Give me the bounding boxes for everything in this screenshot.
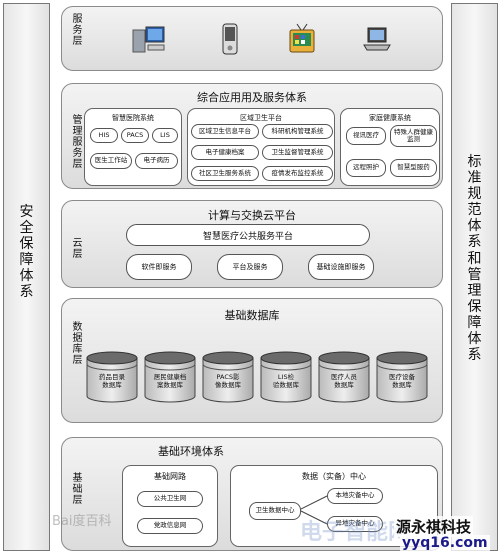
infrastructure-layer-title: 基础环境体系 [158, 445, 224, 458]
standards-column-char: 准 [467, 170, 482, 187]
security-system-label: 安全保障体系 [4, 204, 49, 301]
remote-disaster-recovery-pill: 异地灾备中心 [327, 516, 383, 532]
remote-care-pill: 远程照护 [346, 159, 386, 177]
television-icon [289, 23, 315, 53]
database-layer-label: 数据库层 [70, 321, 81, 365]
database-icon [376, 351, 428, 403]
security-column-char: 体 [19, 268, 34, 285]
regional-info-platform-pill: 区域卫生信息平台 [191, 124, 259, 139]
desktop-computer-icon [132, 26, 165, 53]
epidemic-monitoring-pill: 疫情发布监控系统 [262, 166, 333, 181]
laptop-icon [363, 27, 391, 51]
database-cylinder: 药品目录数据库 [86, 351, 138, 403]
standards-column-char: 理 [467, 282, 482, 299]
public-health-network-pill: 公共卫生网 [137, 491, 203, 507]
service-layer-panel: 服务层 [61, 6, 443, 71]
family-health-title: 家庭健康系统 [369, 114, 411, 122]
service-layer-label: 服务层 [70, 13, 81, 46]
data-center-group: 数据（实备）中心 卫生数据中心 本地灾备中心 异地灾备中心 [230, 465, 438, 547]
mobile-phone-icon [222, 23, 238, 55]
smart-hospital-title: 智慧医院系统 [112, 114, 154, 122]
database-icon [86, 351, 138, 403]
basic-network-title: 基础网路 [154, 472, 186, 481]
pacs-pill: PACS [121, 128, 149, 143]
research-management-pill: 科研机构管理系统 [262, 124, 333, 139]
database-cylinder: 医疗人员数据库 [318, 351, 370, 403]
baidu-watermark: Bai度百科 [52, 514, 112, 529]
standards-column-char: 系 [467, 347, 482, 364]
lis-pill: LIS [152, 128, 178, 143]
database-icon [318, 351, 370, 403]
iaas-pill: 基础设施即服务 [308, 254, 374, 280]
health-supervision-pill: 卫生监督管理系统 [262, 145, 333, 160]
database-icon [202, 351, 254, 403]
database-cylinder: LIS检验数据库 [260, 351, 312, 403]
standards-column-char: 体 [467, 218, 482, 235]
management-layer-label: 管理服务层 [70, 114, 81, 169]
paas-pill: 平台及服务 [217, 254, 283, 280]
database-cylinder: PACS影像数据库 [202, 351, 254, 403]
data-center-connectors [298, 495, 328, 525]
saas-pill: 软件即服务 [126, 254, 192, 280]
infrastructure-layer-label: 基础层 [70, 472, 81, 505]
database-label: 医疗设备数据库 [389, 373, 415, 390]
database-icon [144, 351, 196, 403]
database-label: 居民健康档案数据库 [153, 373, 187, 390]
electronic-medical-record-pill: 电子病历 [135, 153, 178, 169]
database-icon [260, 351, 312, 403]
smart-medication-pill: 智慧型服药 [390, 159, 437, 177]
standards-column-char: 范 [467, 202, 482, 219]
doctor-workstation-pill: 医生工作站 [90, 153, 132, 169]
security-system-column: 安全保障体系 [3, 3, 50, 551]
standards-column-char: 管 [467, 266, 482, 283]
data-center-title: 数据（实备）中心 [302, 472, 366, 481]
community-health-service-pill: 社区卫生服务系统 [191, 166, 259, 181]
standards-management-column: 标准规范体系和管理保障体系 [451, 3, 498, 551]
management-service-layer-panel: 管理服务层 综合应用用及服务体系 智慧医院系统 HIS PACS LIS 医生工… [61, 83, 443, 189]
basic-network-group: 基础网路 公共卫生网 党政信息网 [122, 465, 218, 547]
security-column-char: 障 [19, 252, 34, 269]
video-medical-pill: 视讯医疗 [346, 127, 386, 145]
database-label: 药品目录数据库 [99, 373, 125, 390]
security-column-char: 全 [19, 220, 34, 237]
special-population-monitoring-pill: 特殊人群健康监测 [390, 125, 437, 147]
local-disaster-recovery-pill: 本地灾备中心 [327, 488, 383, 504]
his-pill: HIS [90, 128, 118, 143]
family-health-group: 家庭健康系统 视讯医疗 特殊人群健康监测 远程照护 智慧型服药 [340, 108, 440, 186]
cloud-layer-label: 云层 [70, 237, 81, 259]
brand-watermark: 源永祺科技 [394, 516, 474, 537]
database-layer-title: 基础数据库 [224, 309, 280, 322]
database-cylinder: 居民健康档案数据库 [144, 351, 196, 403]
database-label: 医疗人员数据库 [331, 373, 357, 390]
regional-health-group: 区域卫生平台 区域卫生信息平台 科研机构管理系统 电子健康档案 卫生监督管理系统… [187, 108, 335, 186]
regional-health-title: 区域卫生平台 [240, 114, 282, 122]
standards-column-char: 障 [467, 314, 482, 331]
management-layer-title: 综合应用用及服务体系 [197, 91, 307, 104]
standards-column-char: 保 [467, 298, 482, 315]
electronic-health-record-pill: 电子健康档案 [191, 145, 259, 160]
government-info-network-pill: 党政信息网 [137, 518, 203, 534]
infrastructure-layer-panel: 基础层 基础环境体系 基础网路 公共卫生网 党政信息网 数据（实备）中心 卫生数… [61, 437, 443, 551]
public-service-platform-pill: 智慧医疗公共服务平台 [126, 224, 370, 246]
database-layer-panel: 数据库层 基础数据库 药品目录数据库 居民健康档案数据库 PACS影像数据库 LIS检… [61, 298, 443, 423]
cloud-layer-title: 计算与交换云平台 [208, 209, 296, 222]
overlay-watermark: 电子智能网 [300, 520, 411, 545]
standards-column-char: 标 [467, 154, 482, 170]
cloud-layer-panel: 云层 计算与交换云平台 智慧医疗公共服务平台 软件即服务 平台及服务 基础设施即… [61, 200, 443, 288]
standards-column-char: 系 [467, 234, 482, 251]
security-column-char: 安 [19, 204, 34, 220]
database-cylinder: 医疗设备数据库 [376, 351, 428, 403]
health-data-center-pill: 卫生数据中心 [249, 502, 301, 520]
smart-hospital-group: 智慧医院系统 HIS PACS LIS 医生工作站 电子病历 [84, 108, 182, 186]
security-column-char: 保 [19, 236, 34, 253]
url-watermark: yyq16.com [400, 535, 490, 551]
standards-column-char: 规 [467, 186, 482, 203]
standards-column-char: 体 [467, 331, 482, 348]
standards-management-label: 标准规范体系和管理保障体系 [452, 154, 497, 363]
special-population-monitoring-label: 特殊人群健康监测 [394, 127, 433, 143]
security-column-char: 系 [19, 284, 34, 301]
database-label: PACS影像数据库 [215, 373, 241, 390]
standards-column-char: 和 [467, 250, 482, 267]
database-label: LIS检验数据库 [273, 373, 299, 390]
